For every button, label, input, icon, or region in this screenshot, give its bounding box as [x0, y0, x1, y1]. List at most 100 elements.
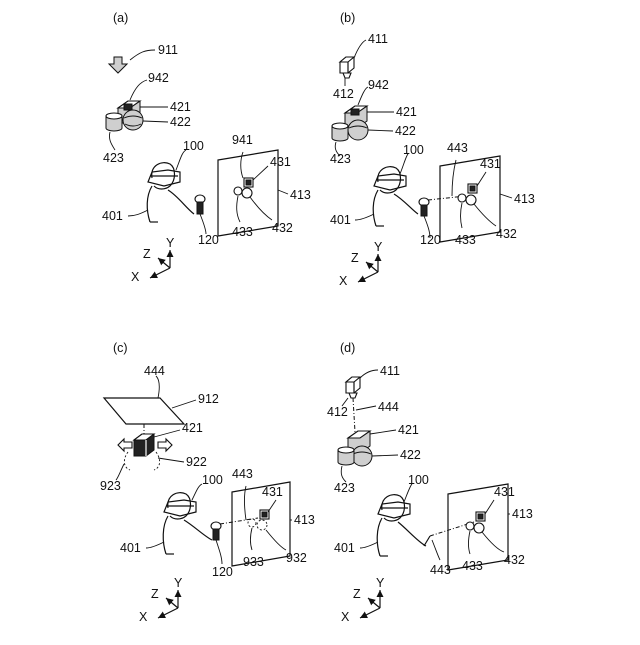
move-arrow-icon [109, 57, 127, 73]
user-figure [163, 493, 212, 554]
ref-423: 423 [334, 481, 355, 495]
ref-100: 100 [183, 139, 204, 153]
ref-432: 432 [496, 227, 517, 241]
axis-x: X [131, 270, 140, 284]
axes-icon: Y Z X [139, 576, 183, 624]
mini-sphere-432 [474, 523, 484, 533]
controller-icon [419, 198, 429, 216]
ref-932: 932 [286, 551, 307, 565]
ref-433: 433 [455, 233, 476, 247]
ref-120: 120 [198, 233, 219, 247]
ref-413: 413 [290, 188, 311, 202]
ref-120: 120 [420, 233, 441, 247]
virtual-object-group [332, 106, 368, 141]
link-ray-444 [353, 398, 355, 432]
ref-911: 911 [158, 43, 178, 57]
mini-cylinder-433 [466, 522, 474, 530]
axis-x: X [339, 274, 348, 288]
axis-y: Y [376, 576, 385, 590]
axes-icon: Y Z X [341, 576, 385, 624]
ref-443: 443 [447, 141, 468, 155]
ref-444: 444 [378, 400, 399, 414]
mini-cylinder-433 [234, 187, 242, 195]
axes-icon: Y Z X [339, 240, 383, 288]
ref-412: 412 [327, 405, 348, 419]
ref-432: 432 [272, 221, 293, 235]
panel-b: (b) 411 412 942 421 422 423 [330, 11, 535, 288]
ref-423: 423 [103, 151, 124, 165]
ref-942: 942 [148, 71, 169, 85]
panel-b-label: (b) [340, 11, 355, 25]
ref-942: 942 [368, 78, 389, 92]
cube-object [134, 434, 154, 456]
axis-z: Z [151, 587, 159, 601]
ref-941: 941 [232, 133, 253, 147]
axis-z: Z [143, 247, 151, 261]
ref-431: 431 [480, 157, 501, 171]
ref-412: 412 [333, 87, 354, 101]
ref-401: 401 [330, 213, 351, 227]
axes-icon: Y Z X [131, 236, 175, 284]
virtual-plane-912 [104, 398, 184, 424]
panel-c-label: (c) [113, 341, 128, 355]
ref-432: 432 [504, 553, 525, 567]
ref-120: 120 [212, 565, 233, 579]
ref-411: 411 [380, 364, 400, 378]
sphere-object [123, 110, 143, 130]
ref-100: 100 [403, 143, 424, 157]
ref-431: 431 [270, 155, 291, 169]
axis-x: X [341, 610, 350, 624]
ref-422: 422 [170, 115, 191, 129]
panel-d: (d) 411 412 444 421 422 423 [327, 341, 533, 624]
camera-icon [340, 57, 354, 78]
ref-401: 401 [102, 209, 123, 223]
ref-401: 401 [120, 541, 141, 555]
cube-marker-942 [124, 104, 132, 110]
ref-100: 100 [202, 473, 223, 487]
user-figure [373, 167, 418, 226]
user-figure [147, 163, 194, 222]
controller-icon [211, 522, 221, 540]
ghost-sphere-932 [257, 520, 267, 530]
ref-922: 922 [186, 455, 207, 469]
ref-443: 443 [232, 467, 253, 481]
ref-421: 421 [398, 423, 419, 437]
ref-421: 421 [182, 421, 203, 435]
ref-413: 413 [294, 513, 315, 527]
ghost-cylinder-933 [248, 519, 256, 527]
axis-y: Y [166, 236, 175, 250]
ref-100: 100 [408, 473, 429, 487]
ref-433: 433 [232, 225, 253, 239]
panel-c: (c) 444 912 421 922 923 [100, 341, 315, 624]
ref-421: 421 [396, 105, 417, 119]
leader-911 [130, 50, 155, 60]
ref-401: 401 [334, 541, 355, 555]
ref-422: 422 [400, 448, 421, 462]
ref-433: 433 [462, 559, 483, 573]
right-arrow-icon [158, 439, 172, 451]
left-arrow-icon [118, 439, 132, 451]
ref-423: 423 [330, 152, 351, 166]
pointer-ray-443 [220, 518, 258, 524]
ref-431: 431 [494, 485, 515, 499]
user-figure [377, 495, 426, 556]
axis-z: Z [351, 251, 359, 265]
axis-y: Y [174, 576, 183, 590]
hand [424, 536, 430, 546]
ref-444: 444 [144, 364, 165, 378]
mini-sphere-432 [466, 195, 476, 205]
panel-a: (a) 911 942 421 422 423 [102, 11, 311, 284]
axis-y: Y [374, 240, 383, 254]
ref-933: 933 [243, 555, 264, 569]
ref-413: 413 [514, 192, 535, 206]
ref-912: 912 [198, 392, 219, 406]
mini-sphere-432 [242, 188, 252, 198]
ref-923: 923 [100, 479, 121, 493]
ref-421: 421 [170, 100, 191, 114]
axis-z: Z [353, 587, 361, 601]
leader-942 [130, 80, 147, 100]
ref-413: 413 [512, 507, 533, 521]
panel-d-label: (d) [340, 341, 355, 355]
